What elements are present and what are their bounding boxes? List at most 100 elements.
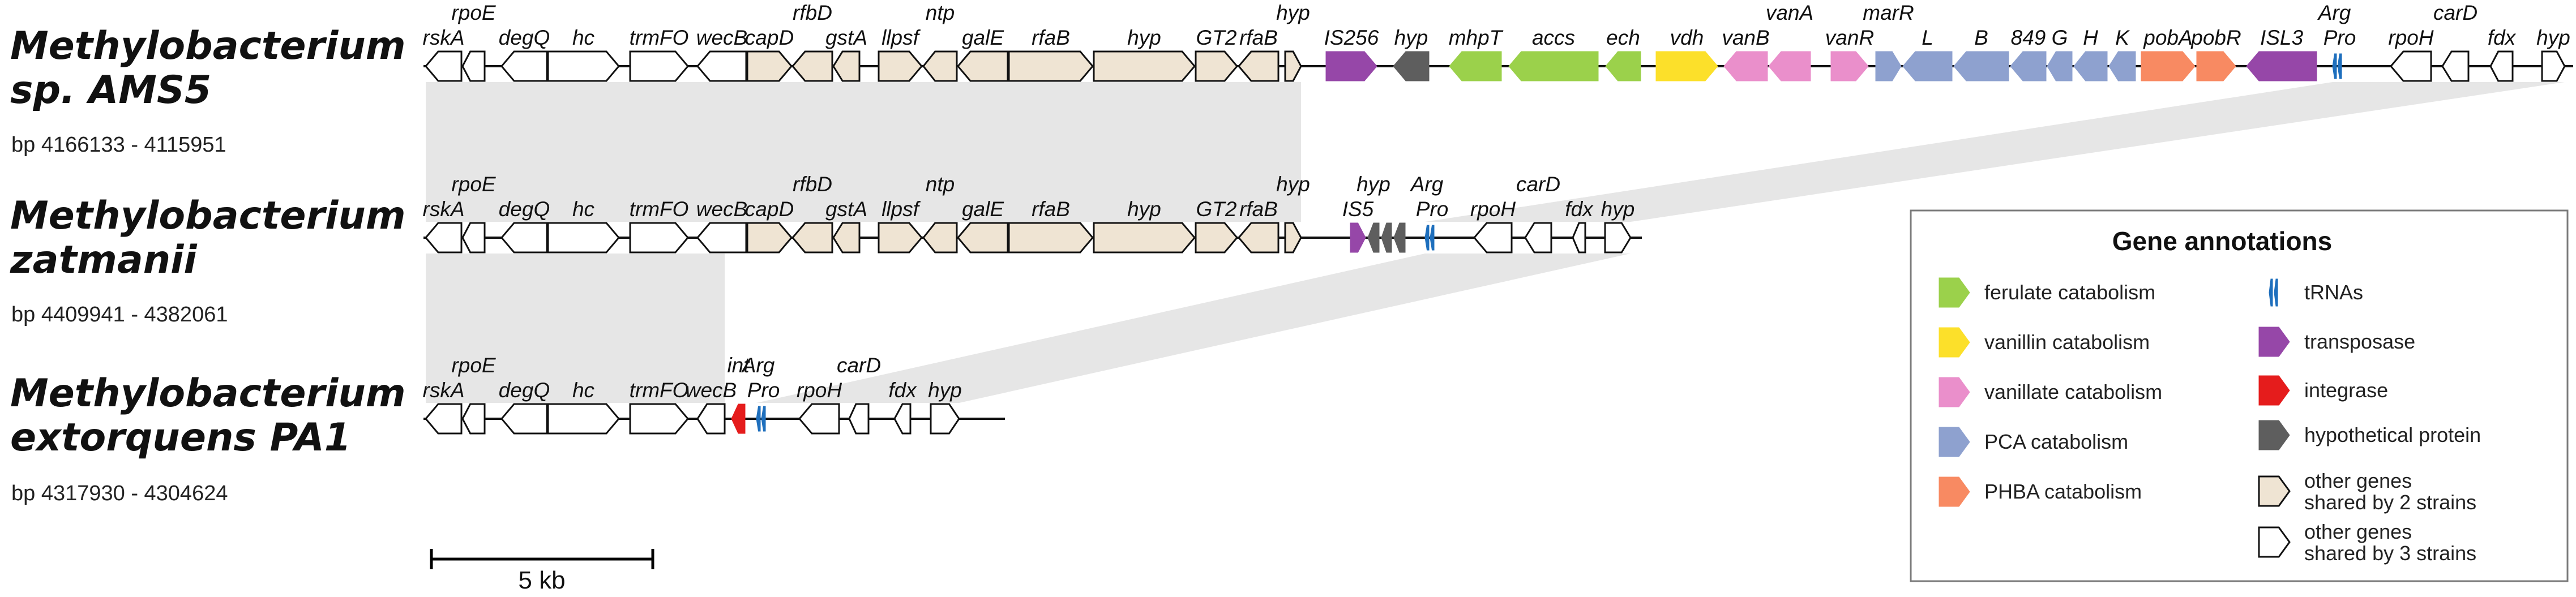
gene-arrow-gsta [832, 222, 861, 254]
gene-label-gt2: GT2 [1196, 197, 1237, 221]
gene-label-hc: hc [572, 197, 595, 221]
gene-label-hyp: hyp [1357, 173, 1390, 196]
gene-label-gsta: gstA [825, 26, 867, 49]
gene-arrow-b [1953, 51, 2009, 81]
legend-label-shared2: other genes [2304, 469, 2412, 492]
gene-arrow-vana [1768, 51, 1811, 81]
legend-item-hypothetical: hypothetical protein [2258, 420, 2481, 450]
gene-label-card: carD [837, 354, 881, 377]
gene-arrow-hyp [1393, 51, 1430, 81]
gene-label-ntp: ntp [926, 173, 955, 196]
gene-label-wecb: wecB [686, 379, 737, 402]
gene-label-rfab: rfaB [1032, 26, 1070, 49]
strain-2-name-line2: zatmanii [10, 238, 198, 282]
gene-arrow-arg [2332, 53, 2337, 79]
strain-1-bp-range: bp 4166133 - 4115951 [11, 133, 226, 157]
gene-label-poba: pobA [2143, 26, 2192, 49]
legend-swatch-trna [2269, 278, 2273, 307]
gene-label-capd: capD [745, 26, 794, 49]
gene-arrow-k [2108, 51, 2136, 81]
synteny-band-12-shared [426, 82, 1301, 222]
gene-arrow-trmfo [629, 403, 689, 435]
legend-swatch-ferulate [1939, 277, 1970, 308]
gene-label-pro: Pro [1416, 197, 1449, 221]
strain-3-name-line1: Methylobacterium [10, 371, 406, 416]
gene-label-fdx: fdx [2488, 26, 2517, 49]
synteny-band-23-rpoH [756, 254, 1631, 403]
legend-box [1910, 209, 2569, 582]
gene-label-mhpt: mhpT [1449, 26, 1504, 49]
gene-arrow-pobr [2196, 51, 2236, 81]
legend-label-vanillate: vanillate catabolism [1984, 380, 2162, 403]
gene-arrow-rpoe [461, 222, 486, 254]
gene-label-hc: hc [572, 26, 595, 49]
gene-arrow-gt2 [1195, 50, 1238, 82]
gene-label-hyp: hyp [1601, 197, 1635, 221]
gene-label-is5: IS5 [1342, 197, 1374, 221]
gene-label-849: 849 [2011, 26, 2046, 49]
gene-label-rfbd: rfbD [793, 1, 832, 24]
gene-arrow-wecb [696, 50, 747, 82]
gene-label-rska: rskA [423, 197, 465, 221]
gene-arrow-arg [1424, 225, 1430, 251]
gene-label-wecb: wecB [696, 26, 747, 49]
gene-label-h: H [2083, 26, 2098, 49]
gene-arrow-arg [756, 406, 761, 432]
gene-arrow-marr [1875, 51, 1902, 81]
legend-item-trna: tRNAs [2269, 278, 2363, 307]
scale-bar-label: 5 kb [518, 566, 565, 594]
synteny-bands [426, 82, 2565, 403]
gene-arrow-fdx [2489, 50, 2514, 82]
gene-label-arg: Arg [1410, 173, 1444, 196]
legend-item-integrase: integrase [2258, 375, 2388, 406]
gene-arrow-rfab [1008, 50, 1094, 82]
gene-arrow-g [2047, 51, 2073, 81]
gene-arrow-hyp [2541, 50, 2566, 82]
strain-1-name-line2: sp. AMS5 [10, 68, 211, 113]
gene-arrow-poba [2141, 51, 2196, 81]
gene-label-vanb: vanB [1722, 26, 1769, 49]
gene-arrow-ntp [922, 222, 958, 254]
gene-label-hyp: hyp [1127, 26, 1161, 49]
gene-arrow-rpoh [798, 403, 840, 435]
gene-arrow-rska [425, 222, 463, 254]
gene-label-gale: galE [962, 197, 1004, 221]
gene-label-wecb: wecB [696, 197, 747, 221]
gene-arrow-degq [500, 50, 548, 82]
gene-arrow-pro [761, 406, 766, 432]
gene-arrow-wecb [696, 222, 747, 254]
legend-item-phba: PHBA catabolism [1939, 476, 2142, 507]
scale-bar: 5 kb [430, 549, 654, 594]
legend-swatch-shared2 [2258, 475, 2291, 507]
gene-arrow-hyp [1604, 222, 1632, 254]
gene-label-llpsf: llpsf [882, 26, 921, 49]
legend-swatch-pca [1939, 427, 1970, 457]
gene-arrow-hc [547, 50, 620, 82]
gene-label-rpoe: rpoE [451, 354, 496, 377]
gene-label-rpoe: rpoE [451, 1, 496, 24]
gene-label-gsta: gstA [825, 197, 867, 221]
legend-label-shared3: other genes [2304, 520, 2412, 543]
gene-arrow-llpsf [878, 50, 923, 82]
strain-label-2: Methylobacterium zatmanii bp 4409941 - 4… [10, 194, 406, 327]
gene-label-ech: ech [1606, 26, 1640, 49]
legend-swatch-transposase [2258, 327, 2290, 357]
legend-label-ferulate: ferulate catabolism [1984, 281, 2155, 304]
gene-label-rpoh: rpoH [797, 379, 842, 402]
strain-1-name-line1: Methylobacterium [10, 24, 406, 68]
gene-label-rfab: rfaB [1239, 26, 1278, 49]
gene-arrow-rfbd [791, 50, 833, 82]
gene-arrow-rska [425, 50, 463, 82]
gene-label-hyp: hyp [1127, 197, 1161, 221]
gene-arrow-capd [746, 50, 793, 82]
gene-label-rfbd: rfbD [793, 173, 832, 196]
gene-label-l: L [1922, 26, 1933, 49]
legend-label-phba: PHBA catabolism [1984, 480, 2142, 503]
legend-label-pca: PCA catabolism [1984, 430, 2128, 453]
gene-arrow-pro [1430, 225, 1435, 251]
